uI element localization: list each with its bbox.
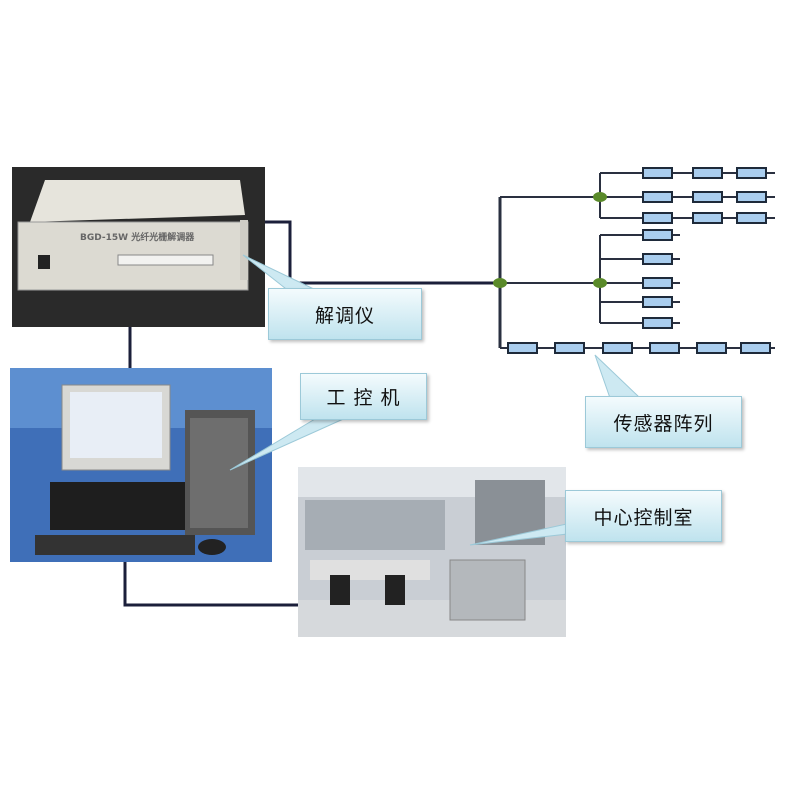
grating-sensor xyxy=(642,317,673,329)
callout-demodulator: 解调仪 xyxy=(268,288,422,340)
coupler-node xyxy=(593,278,607,288)
grating-sensor xyxy=(554,342,585,354)
grating-sensor xyxy=(602,342,633,354)
control-room-photo xyxy=(298,467,566,637)
grating-sensor xyxy=(740,342,771,354)
grating-sensor xyxy=(642,191,673,203)
connection-lines xyxy=(123,220,500,607)
grating-sensor xyxy=(692,191,723,203)
grating-sensor xyxy=(642,167,673,179)
grating-sensor xyxy=(642,212,673,224)
demodulator-photo xyxy=(12,167,265,327)
grating-sensor xyxy=(649,342,680,354)
ipc-photo xyxy=(10,368,272,562)
grating-sensor xyxy=(736,167,767,179)
grating-sensor xyxy=(642,277,673,289)
grating-sensor xyxy=(642,296,673,308)
sensor-array xyxy=(493,167,775,354)
grating-sensor xyxy=(696,342,727,354)
coupler-node xyxy=(493,278,507,288)
coupler-node xyxy=(593,192,607,202)
grating-sensor xyxy=(736,191,767,203)
grating-sensor xyxy=(642,253,673,265)
callout-sensor-array: 传感器阵列 xyxy=(585,396,742,448)
grating-sensor xyxy=(507,342,538,354)
grating-sensor xyxy=(736,212,767,224)
callout-control-room: 中心控制室 xyxy=(565,490,722,542)
grating-sensor xyxy=(692,212,723,224)
grating-sensor xyxy=(692,167,723,179)
device-label: BGD-15W 光纤光栅解调器 xyxy=(80,231,195,243)
grating-sensor xyxy=(642,229,673,241)
callout-ipc: 工 控 机 xyxy=(300,373,427,420)
